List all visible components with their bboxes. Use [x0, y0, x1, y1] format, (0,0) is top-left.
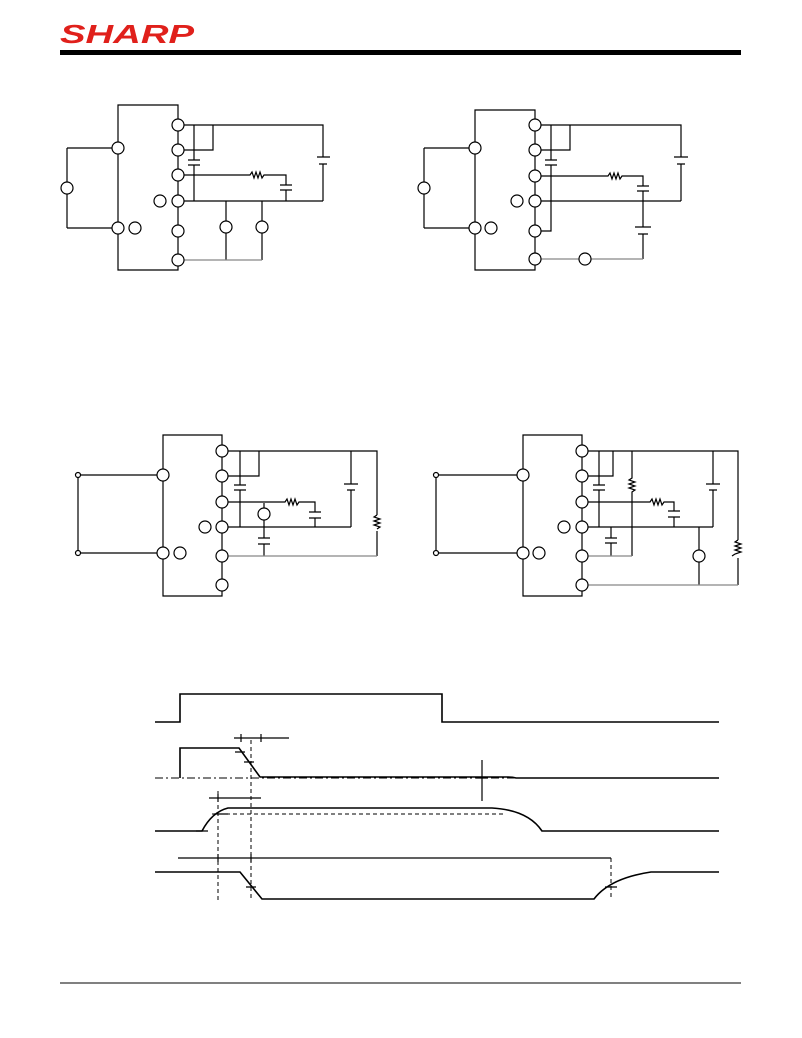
input-terminal: [74, 471, 82, 479]
header-rule: [60, 50, 741, 55]
timing-diagram: [155, 693, 719, 900]
input-terminal: [74, 549, 82, 557]
current-source-icon: [60, 181, 74, 195]
resistor-icon: [731, 539, 743, 557]
waveform-1: [155, 693, 719, 723]
input-terminal: [432, 471, 440, 479]
current-source-icon: [417, 181, 431, 195]
waveform-2: [179, 747, 719, 779]
battery-icon: [674, 156, 688, 165]
input-terminal: [432, 549, 440, 557]
sharp-logo: SHARP: [60, 19, 195, 49]
battery-icon: [317, 156, 330, 165]
current-meter-icon: [255, 220, 269, 234]
waveform-4: [155, 871, 719, 900]
test-circuit-4: [432, 434, 743, 597]
meter-icon: [219, 220, 233, 234]
test-circuit-2: [417, 109, 688, 271]
meter-icon: [692, 549, 706, 563]
test-circuit-1: [60, 104, 330, 271]
meter-icon: [257, 507, 271, 521]
waveform-3: [155, 807, 719, 832]
test-circuit-3: [74, 434, 382, 597]
resistor-icon: [372, 514, 382, 530]
meter-icon: [578, 252, 592, 266]
